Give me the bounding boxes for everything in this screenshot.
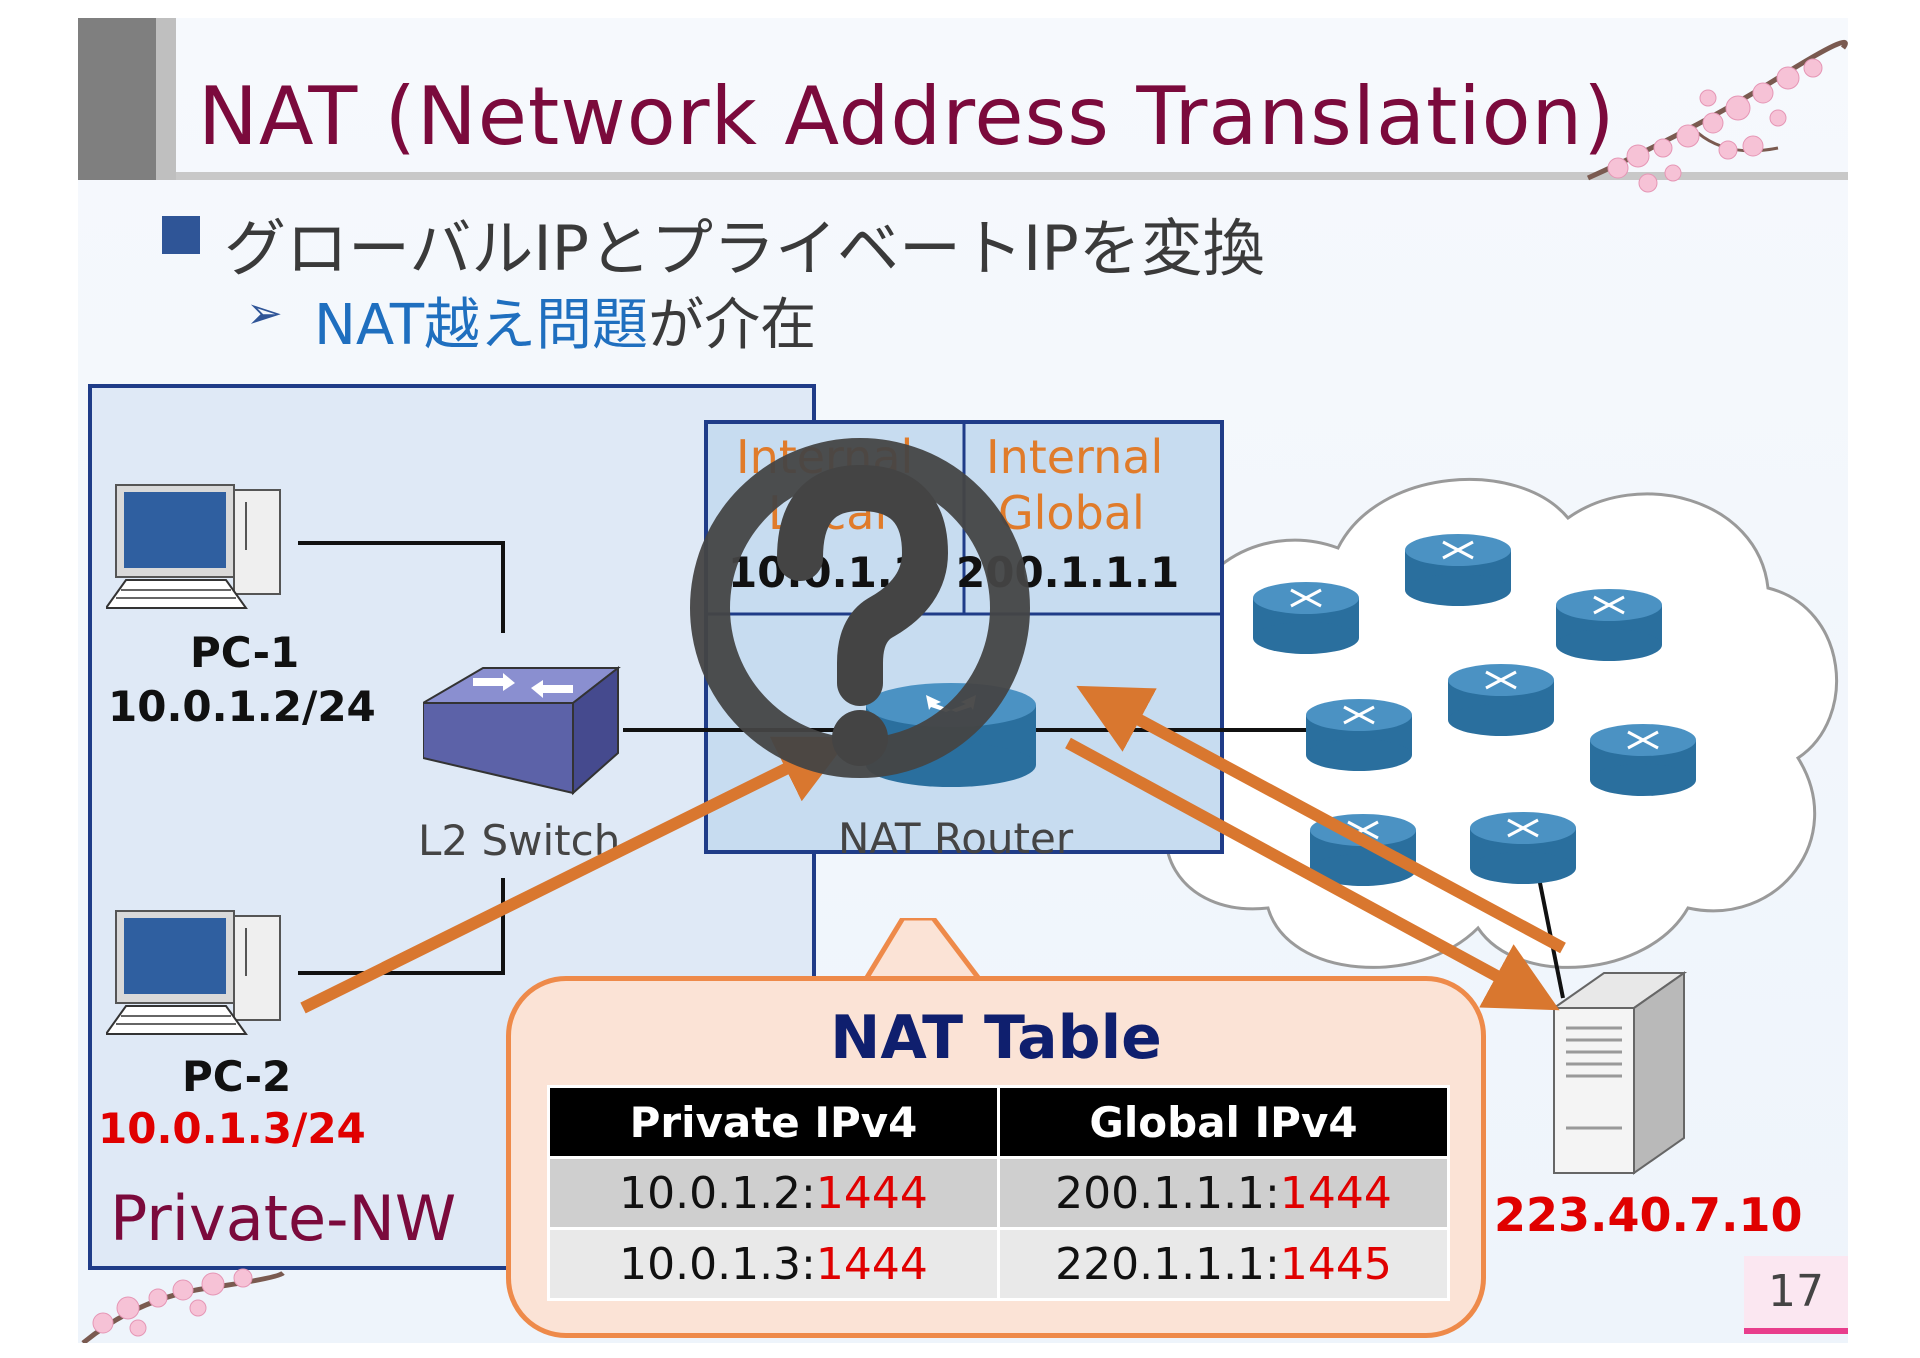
- table-cell: 10.0.1.3:1444: [547, 1227, 1000, 1301]
- ip-text: 220.1.1.1:: [1055, 1238, 1280, 1290]
- ip-text: 10.0.1.2:: [619, 1167, 816, 1219]
- arrow-return: [1076, 685, 1566, 954]
- traffic-arrows: [300, 685, 1566, 1014]
- internal-global-label-1: Internal: [986, 430, 1164, 484]
- pc2-ip: 10.0.1.3/24: [98, 1104, 366, 1153]
- bullet-level2: NAT越え問題が介在: [314, 280, 816, 361]
- port-text: 1444: [1279, 1167, 1392, 1219]
- table-cell: 220.1.1.1:1445: [997, 1227, 1450, 1301]
- table-row: 10.0.1.2:1444 200.1.1.1:1444: [547, 1156, 1450, 1230]
- table-cell: 10.0.1.2:1444: [547, 1156, 1000, 1230]
- server-ip: 223.40.7.10: [1494, 1188, 1803, 1242]
- nat-table-header-private: Private IPv4: [547, 1085, 1000, 1159]
- switch-icon: [423, 665, 621, 796]
- slide-title: NAT (Network Address Translation): [198, 70, 1616, 163]
- pc1-name: PC-1: [190, 628, 300, 677]
- table-row: 10.0.1.3:1444 220.1.1.1:1445: [547, 1227, 1450, 1301]
- sakura-decoration: [81, 1268, 285, 1343]
- port-text: 1444: [815, 1238, 928, 1290]
- table-cell: 200.1.1.1:1444: [997, 1156, 1450, 1230]
- bullet-level2-rest: が介在: [648, 293, 817, 358]
- arrow-outbound: [300, 736, 851, 1014]
- arrow-bullet-icon: ➢: [246, 288, 283, 339]
- bullet-level2-highlight: NAT越え問題: [314, 293, 649, 358]
- bullet-level1: グローバルIPとプライベートIPを変換: [224, 212, 1265, 285]
- ip-text: 200.1.1.1:: [1055, 1167, 1280, 1219]
- arrow-to-server: [1065, 737, 1560, 1011]
- server-icon: [1550, 971, 1688, 1175]
- pc-icon: [106, 910, 281, 1035]
- title-underline: [176, 172, 1848, 180]
- page-number: 17: [1744, 1256, 1848, 1334]
- slide: NAT (Network Address Translation) グローバルI…: [78, 18, 1848, 1343]
- sakura-decoration: [1586, 39, 1848, 193]
- bullet-marker: [162, 216, 200, 254]
- title-bar-accent: [78, 18, 156, 180]
- nat-table: Private IPv4 Global IPv4 10.0.1.2:1444 2…: [547, 1085, 1450, 1301]
- nat-table-header-global: Global IPv4: [997, 1085, 1450, 1159]
- port-text: 1444: [815, 1167, 928, 1219]
- internal-global-label-2: Global: [998, 486, 1145, 540]
- ip-text: 10.0.1.3:: [619, 1238, 816, 1290]
- nat-router-label: NAT Router: [838, 814, 1074, 863]
- port-text: 1445: [1279, 1238, 1392, 1290]
- pc1-ip: 10.0.1.2/24: [108, 682, 376, 731]
- nat-table-callout: NAT Table Private IPv4 Global IPv4 10.0.…: [506, 976, 1486, 1338]
- title-bar-accent-light: [156, 18, 176, 180]
- nat-table-title: NAT Table: [830, 1003, 1162, 1073]
- pc-icon: [106, 484, 281, 609]
- question-mark-icon: [690, 438, 1030, 778]
- switch-label: L2 Switch: [418, 816, 621, 865]
- pc2-name: PC-2: [182, 1052, 292, 1101]
- private-nw-label: Private-NW: [110, 1182, 457, 1255]
